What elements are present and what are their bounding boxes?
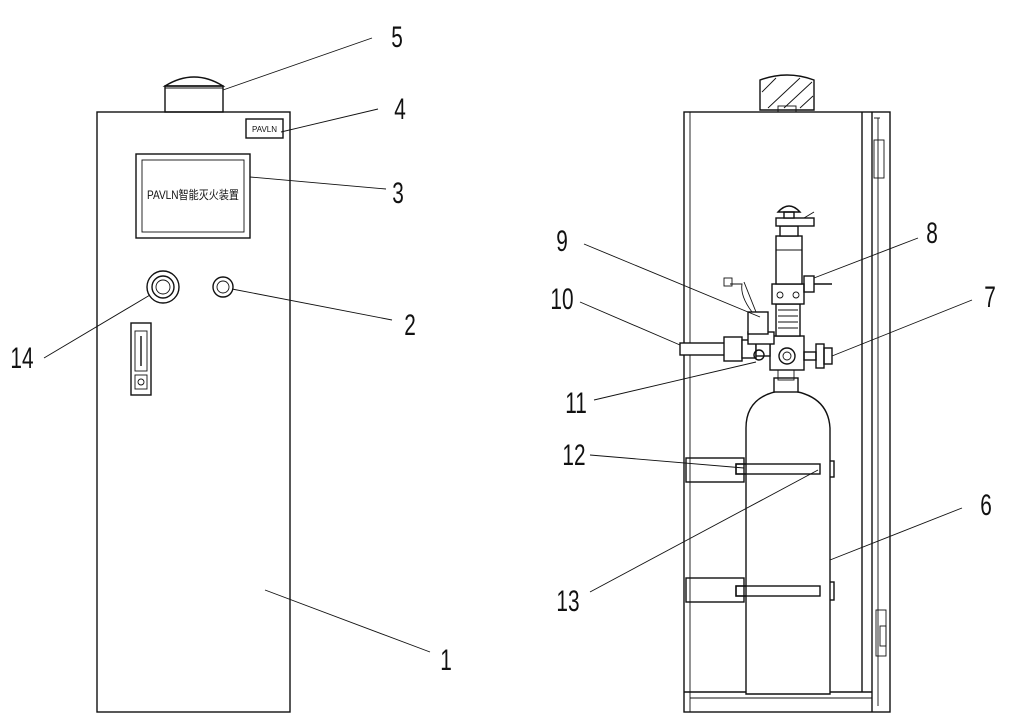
cabinet-body — [96, 111, 291, 713]
callout-13: 13 — [556, 586, 579, 619]
indicator-lamp — [212, 276, 234, 298]
callout-12: 12 — [562, 440, 585, 473]
callout-2: 2 — [404, 310, 416, 343]
callout-7: 7 — [984, 282, 996, 315]
door-handle-lock — [130, 322, 152, 396]
brand-tag: PAVLN — [245, 118, 284, 139]
callout-14: 14 — [10, 343, 33, 376]
callout-11: 11 — [565, 388, 587, 421]
callout-labels: 1 2 3 4 5 6 7 8 9 10 11 12 13 14 — [10, 22, 995, 678]
right-cabinet-view — [679, 74, 891, 713]
callout-10: 10 — [550, 284, 573, 317]
top-alarm-light-right — [759, 74, 815, 113]
emergency-button — [146, 270, 180, 304]
callout-3: 3 — [392, 178, 404, 211]
callout-6: 6 — [980, 490, 992, 523]
callout-5: 5 — [391, 22, 403, 55]
callout-4: 4 — [394, 94, 406, 127]
cabinet-body-right — [683, 111, 891, 713]
display-screen: PAVLN智能灭火装置 — [135, 153, 251, 239]
callout-leaders — [43, 37, 973, 653]
callout-9: 9 — [556, 226, 568, 259]
callout-1: 1 — [440, 645, 452, 678]
brand-tag-text: PAVLN — [252, 125, 277, 134]
valve-assembly — [679, 205, 833, 371]
left-cabinet-view: PAVLN PAVLN智能灭火装置 — [96, 76, 291, 713]
callout-8: 8 — [926, 218, 938, 251]
screen-text: PAVLN智能灭火装置 — [147, 187, 239, 202]
top-alarm-light — [162, 76, 226, 113]
gas-cylinder — [735, 369, 831, 695]
